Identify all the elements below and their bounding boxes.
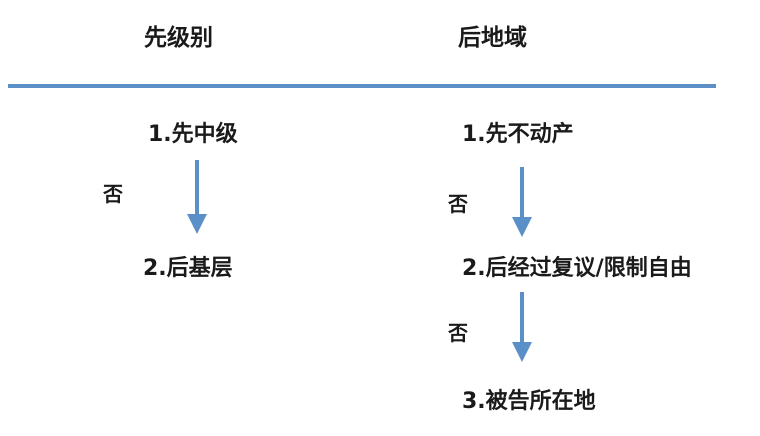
right-no-label-1: 否 [448, 192, 468, 216]
header-left: 先级别 [144, 25, 213, 51]
left-no-label: 否 [103, 182, 123, 206]
right-step-1: 1.先不动产 [462, 122, 574, 147]
right-step-3: 3.被告所在地 [462, 389, 596, 414]
right-down-arrow-1-icon [512, 167, 532, 237]
left-step-1: 1.先中级 [148, 122, 238, 147]
header-divider [8, 84, 716, 88]
right-down-arrow-2-icon [512, 292, 532, 362]
left-step-2: 2.后基层 [143, 256, 233, 281]
left-down-arrow-icon [187, 160, 207, 234]
right-step-2: 2.后经过复议/限制自由 [462, 256, 692, 281]
header-right: 后地域 [458, 25, 527, 51]
right-no-label-2: 否 [448, 321, 468, 345]
